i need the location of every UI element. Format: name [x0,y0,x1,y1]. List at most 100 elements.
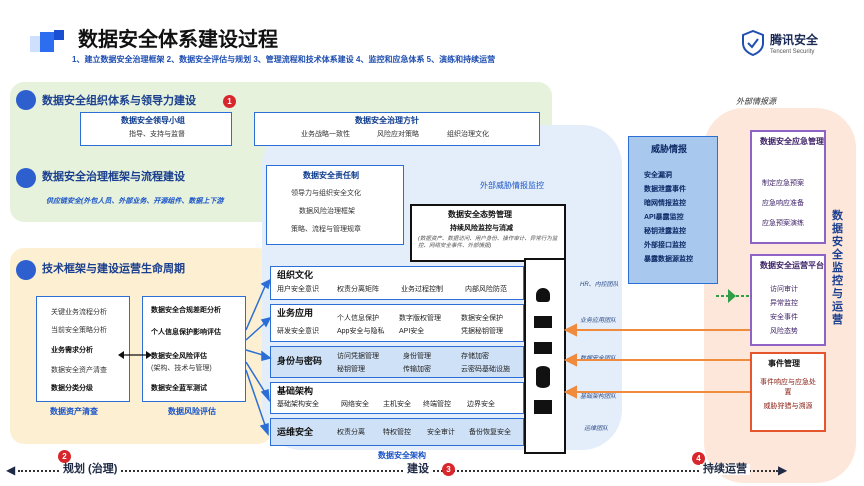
emergency-item: 应急预案演练 [762,220,804,227]
row-label: 业务应用 [277,308,314,318]
row-business-app: 业务应用 个人信息保护 数字版权管理 数据安全保护 研发安全意识 App安全与隐… [270,304,524,342]
incident-item: 威胁狩猎与溯源 [763,403,813,410]
responsibility-box: 数据安全责任制 领导力与组织安全文化 数据风险治理框架 策略、流程与管理规章 [266,165,404,245]
row-side-label: 基础架构团队 [580,394,617,400]
responsibility-item: 领导力与组织安全文化 [291,190,361,197]
incident-box: 事件管理 事件响应与应急处置 威胁狩猎与溯源 [750,352,826,432]
threat-item: API暴露监控 [644,214,684,221]
ops-title: 数据安全运营平台 [760,261,824,270]
row-item: App安全与隐私 [337,328,385,335]
ops-item: 访问审计 [770,286,798,293]
row-item: 研发安全意识 [277,328,319,335]
assess-to-rows-arrows-icon [245,278,272,436]
threat-intel-box: 威胁情报 [628,136,718,284]
needs-item: 业务需求分析 [51,347,93,354]
mail-icon [534,316,552,328]
row-item: 数据安全保护 [461,315,503,322]
logo-subtext: Tencent Security [770,49,815,55]
orange-arrows-icon [564,323,750,399]
row-item: 终端管控 [423,401,451,408]
timeline-left-arrow-icon: ◀ [6,463,16,477]
row-item: 权责分离矩阵 [337,286,379,293]
row-item: 安全审计 [427,429,455,436]
emergency-item: 制定应急预案 [762,180,804,187]
threat-title: 威胁情报 [651,144,688,154]
emergency-box: 数据安全应急管理 制定应急预案 应急响应准备 应急预案演练 [750,130,826,244]
row-org-culture: 组织文化 用户安全意识 权责分离矩阵 业务过程控制 内部风险防范 [270,266,524,300]
ops-item: 安全事件 [770,314,798,321]
row-item: 特权管控 [383,429,411,436]
policy-box: 数据安全治理方针 业务战略一致性 风险应对策略 组织治理文化 [254,112,540,146]
lifecycle-title: 技术框架与建设运营生命周期 [42,263,185,275]
logo-text: 腾讯安全 [770,33,819,47]
vertical-monitor-label: 数据安全监控与运营 [832,210,843,326]
external-report-label: 外部情报源 [736,97,776,106]
threat-item: 数据泄露事件 [644,186,686,193]
row-item: 访问凭据管理 [337,353,379,360]
arch-label: 数据安全架构 [378,451,426,460]
timeline-plan: 规划 (治理) [60,464,121,475]
row-label: 身份与密码 [277,356,323,366]
row-infrastructure: 基础架构 基础架构安全 网络安全 主机安全 终端管控 边界安全 [270,382,524,414]
threat-ops-connector-icon [716,289,752,303]
assess-item: 数据安全蓝军测试 [151,385,207,392]
row-item: 网络安全 [341,401,369,408]
row-item: 存储加密 [461,353,489,360]
needs-assess-arrow-icon [118,351,152,359]
row-item: 凭据秘钥管理 [461,328,503,335]
row-item: API安全 [399,328,425,335]
row-label: 运维安全 [277,427,314,437]
page-title: 数据安全体系建设过程 [78,29,278,51]
row-item: 内部风险防范 [465,286,507,293]
needs-item: 数据安全资产清查 [51,367,107,374]
incident-item: 事件响应与应急处置 [760,379,816,396]
ops-platform-box: 数据安全运营平台 访问审计 异常监控 安全事件 风险态势 [750,254,826,346]
assess-item: 数据安全合规差距分析 [151,307,221,314]
emergency-item: 应急响应准备 [762,200,804,207]
assess-item: (架构、技术与管理) [151,365,212,372]
situation-box: 数据安全态势管理 持续风险监控与消减 (数据资产、数据访问、用户身份、操作审计、… [410,204,566,262]
row-item: 边界安全 [467,401,495,408]
laptop-icon [534,342,552,354]
row-label: 基础架构 [277,386,314,396]
timeline-dots [18,470,778,472]
step-3-badge: 3 [442,463,455,476]
assess-item: 个人信息保护影响评估 [151,329,221,336]
row-item: 用户安全意识 [277,286,319,293]
needs-footer: 数据资产清查 [50,407,98,416]
needs-item: 关键业务流程分析 [51,309,107,316]
assess-footer: 数据风险评估 [168,407,216,416]
responsibility-item: 数据风险治理框架 [299,208,355,215]
policy-item: 业务战略一致性 [301,131,350,138]
policy-item: 风险应对策略 [377,131,419,138]
org-title: 数据安全组织体系与领导力建设 [42,95,196,107]
assess-box: 数据安全合规差距分析 个人信息保护影响评估 数据安全风险评估 (架构、技术与管理… [142,296,246,402]
row-label: 组织文化 [277,270,314,280]
incident-title: 事件管理 [768,359,800,368]
emergency-title: 数据安全应急管理 [760,137,824,146]
title-logo-icon [30,30,66,56]
supply-chain-text: 供应链安全(外包人员、外部业务、开源组件、数据上下游 [46,198,224,205]
row-item: 个人信息保护 [337,315,379,322]
needs-box: 关键业务流程分析 当前安全策略分析 业务需求分析 数据安全资产清查 数据分类分级 [36,296,130,402]
timeline-build: 建设 [404,464,432,475]
page-subtitle: 1、建立数据安全治理框架 2、数据安全评估与规划 3、管理流程和技术体系建设 4… [72,55,496,64]
row-side-label: HR、内控团队 [580,282,619,288]
policy-item: 组织治理文化 [447,131,489,138]
row-ops-security: 运维安全 权责分离 特权管控 安全审计 备份恢复安全 [270,418,524,446]
row-item: 数字版权管理 [399,315,441,322]
external-intel-label: 外部威胁情报监控 [480,181,544,190]
handshake-icon [16,90,36,110]
situation-note: (数据资产、数据访问、用户身份、操作审计、异常行为监控、网络安全事件、外部情报) [418,236,558,249]
row-item: 业务过程控制 [401,286,443,293]
gear-icon [16,260,36,280]
row-side-label: 运维团队 [584,426,609,432]
row-item: 身份管理 [403,353,431,360]
row-item: 备份恢复安全 [469,429,511,436]
threat-item: 秘钥泄露监控 [644,228,686,235]
threat-item: 安全漏洞 [644,172,672,179]
ops-item: 异常监控 [770,300,798,307]
timeline-ops: 持续运营 [700,464,750,475]
row-item: 传输加密 [403,366,431,373]
threat-item: 暴露数据源监控 [644,256,693,263]
